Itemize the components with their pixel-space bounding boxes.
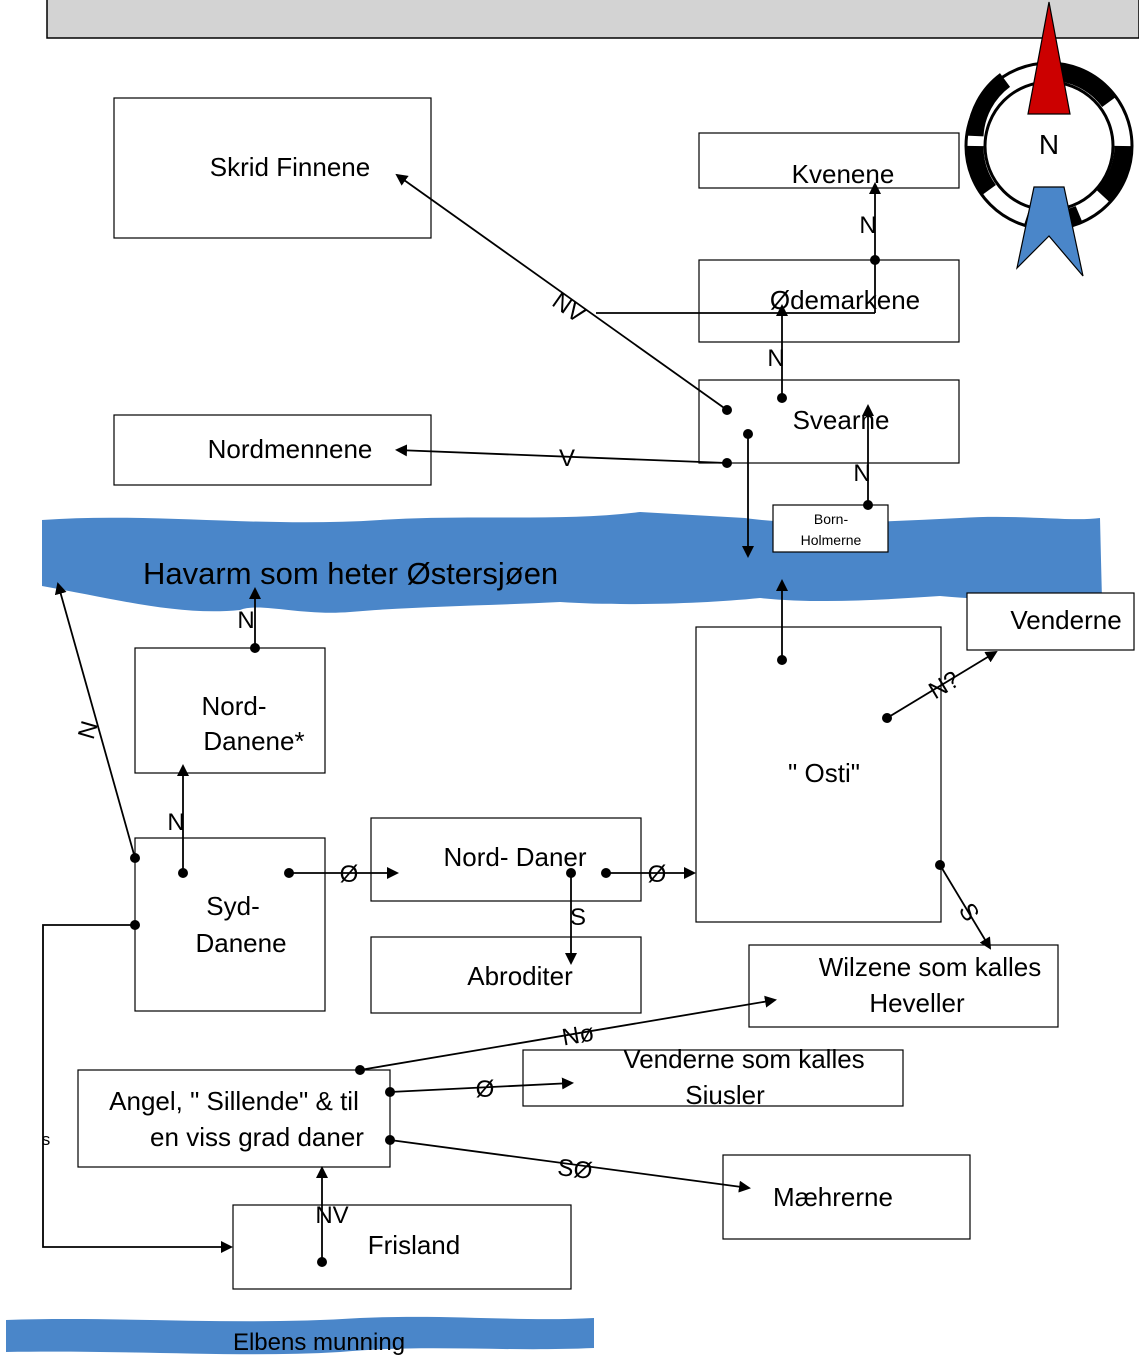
box-nordmennene-label: Nordmennene <box>208 434 373 464</box>
box-born-label-1: Born- <box>814 511 849 527</box>
box-venderne: Venderne <box>966 592 1135 651</box>
box-venderne-siusler-label-1: Venderne som kalles <box>623 1044 864 1074</box>
box-syd-danene-label-1: Syd- <box>206 891 259 921</box>
connectors <box>42 173 998 1267</box>
dir-label-nv-frisland: NV <box>315 1202 348 1229</box>
box-kvenene: Kvenene <box>698 132 960 189</box>
compass-south-needle-icon <box>1015 186 1084 277</box>
dir-label-s-osti: S <box>953 898 984 926</box>
box-wilzene-label-2: Heveller <box>869 988 965 1018</box>
box-frisland-label: Frisland <box>368 1230 460 1260</box>
dir-label-n-norddanene: N <box>237 607 254 634</box>
box-syd-danene: Syd- Danene <box>134 837 326 1012</box>
box-nord-daner-label: Nord- Daner <box>443 842 586 872</box>
box-nordmennene: Nordmennene <box>113 414 432 486</box>
dir-label-n-left: N <box>73 718 104 742</box>
box-svearne-label: Svearne <box>793 405 890 435</box>
box-syd-danene-label-2: Danene <box>195 928 286 958</box>
box-nord-danene: Nord- Danene* <box>134 647 326 774</box>
dir-label-o-syd: Ø <box>340 861 359 888</box>
box-nord-daner: Nord- Daner <box>370 817 642 902</box>
compass-north-needle-icon <box>1027 1 1071 115</box>
box-nord-danene-label-1: Nord- <box>201 691 266 721</box>
dir-label-v: V <box>559 445 575 472</box>
box-maehrerne-label: Mæhrerne <box>773 1182 893 1212</box>
dir-label-s-abroditer: S <box>570 904 586 931</box>
arrow-syd-sea <box>54 582 136 859</box>
box-abroditer: Abroditer <box>370 936 642 1014</box>
box-venderne-siusler-label-2: Siusler <box>685 1080 765 1110</box>
box-odemarkene: Ødemarkene <box>698 259 960 343</box>
box-nord-danene-label-2: Danene* <box>203 726 304 756</box>
box-abroditer-label: Abroditer <box>467 961 573 991</box>
dir-label-n-born: N <box>853 460 870 487</box>
title-bar <box>46 0 1139 39</box>
box-venderne-label: Venderne <box>1010 605 1121 635</box>
box-angel: Angel, " Sillende" & til en viss grad da… <box>77 1069 391 1168</box>
river-label: Elbens munning <box>233 1329 405 1356</box>
arrow-angel-venderne-siusler <box>389 1077 574 1093</box>
arrow-syd-frisland <box>42 924 233 1253</box>
box-frisland: Frisland <box>232 1204 572 1290</box>
arrow-angel-maehrerne <box>389 1139 751 1193</box>
box-skrid-finnene-label: Skrid Finnene <box>210 152 370 182</box>
sea-label: Havarm som heter Østersjøen <box>143 556 558 591</box>
box-born-holmerne: Born- Holmerne <box>772 504 889 553</box>
compass: N <box>964 1 1134 277</box>
box-osti-label: " Osti" <box>788 758 860 788</box>
arrow-angel-wilzene <box>359 995 777 1071</box>
dir-label-o-angel: Ø <box>476 1076 495 1103</box>
dir-label-no: Nø <box>560 1019 597 1051</box>
dir-label-n-syd: N <box>167 809 184 836</box>
box-maehrerne: Mæhrerne <box>722 1154 971 1240</box>
dir-label-n-kvenene: N <box>859 212 876 239</box>
arrow-osti-wilzene <box>939 864 992 950</box>
box-skrid-finnene: Skrid Finnene <box>113 97 432 239</box>
box-venderne-siusler: Venderne som kalles Siusler <box>522 1044 904 1110</box>
elbe-river: Elbens munning <box>6 1316 594 1356</box>
box-svearne: Svearne <box>698 379 960 464</box>
arrow-svearne-nordmennene <box>395 444 728 464</box>
dir-label-n-odemarkene: N <box>767 345 784 372</box>
box-angel-label-2: en viss grad daner <box>150 1122 364 1152</box>
dir-label-nv-skrid: NV <box>547 287 590 328</box>
arrow-osti-venderne <box>886 650 998 719</box>
box-wilzene-label-1: Wilzene som kalles <box>819 952 1042 982</box>
arrow-svearne-skrid <box>395 173 728 411</box>
box-angel-label-1: Angel, " Sillende" & til <box>109 1086 359 1116</box>
baltic-sea: Havarm som heter Østersjøen <box>42 512 1102 613</box>
dir-label-o-norddaner: Ø <box>648 861 667 888</box>
dir-label-s-small: s <box>42 1130 51 1149</box>
box-osti: " Osti" <box>695 626 942 923</box>
box-born-label-2: Holmerne <box>801 532 862 548</box>
box-kvenene-label: Kvenene <box>792 159 895 189</box>
box-odemarkene-label: Ødemarkene <box>770 285 920 315</box>
box-wilzene: Wilzene som kalles Heveller <box>748 944 1059 1028</box>
compass-label: N <box>1039 129 1059 160</box>
river-shape <box>6 1316 594 1355</box>
dir-label-so: SØ <box>556 1154 594 1185</box>
